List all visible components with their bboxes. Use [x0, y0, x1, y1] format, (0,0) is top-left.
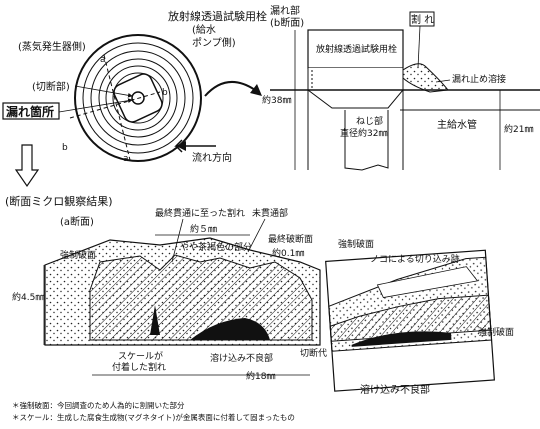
cut-part-label: (切断部) [32, 80, 70, 93]
dim-38-label: 約38㎜ [262, 94, 291, 106]
mark-a-top: a [100, 55, 106, 65]
micro-section-title: (断面ミクロ観察結果) [5, 194, 113, 208]
thread-label-1: ねじ部 [356, 115, 383, 127]
mark-b-left: b [62, 143, 68, 153]
saw-mark-label: ノコによる切り込み跡 [370, 253, 460, 265]
approx-18-label: 約18㎜ [246, 370, 275, 382]
final-fracture-label: 最終破断面 [268, 233, 313, 245]
final-crack-label: 最終貫通に至った割れ [155, 207, 245, 219]
leak-spot-label: 漏れ箇所 [6, 104, 54, 119]
forced-fracture-right-label: 強制破面 [338, 238, 374, 250]
forced-fracture-left-label: 強制破面 [60, 249, 96, 261]
approx-45-label: 約4.5㎜ [12, 291, 44, 303]
forced-fracture-right2-label: 強制破面 [478, 326, 514, 338]
pump-side-label-1: (給水 [192, 23, 216, 36]
plug-title: 放射線透過試験用栓 [168, 9, 267, 23]
b-section-heading-1: 漏れ部 [270, 4, 300, 17]
scale-label-2: 付着した割れ [112, 361, 166, 373]
scale-label-1: スケールが [118, 350, 163, 362]
note-2: ＊スケール：生成した腐食生成物(マグネタイト)が金属表面に付着して固まったもの [12, 412, 295, 422]
brownish-label: やや茶褐色の部分 [180, 241, 252, 253]
mark-a-bottom: a [123, 154, 129, 164]
a-section-label: (a断面) [60, 215, 94, 228]
main-pipe-label: 主給水管 [437, 118, 477, 131]
not-penetrated-label: 未貫通部 [252, 207, 288, 219]
approx-5-label: 約５㎜ [190, 223, 217, 235]
flow-direction-label: 流れ方向 [192, 151, 232, 164]
crack-label: 割 れ [411, 13, 434, 26]
mark-b-right: b [162, 88, 168, 98]
cut-margin-label: 切断代 [300, 347, 327, 359]
lack-fusion-label: 溶け込み不良部 [210, 352, 273, 364]
approx-01-label: 約0.1㎜ [272, 247, 304, 259]
thread-label-2: 直径約32㎜ [340, 127, 387, 139]
sg-side-label: (蒸気発生器側) [18, 40, 86, 53]
note-1: ＊強制破面：今回調査のため人為的に割開いた部分 [12, 400, 185, 410]
dim-21-label: 約21㎜ [504, 123, 533, 135]
pipe-cross-section: 放射線透過試験用栓 (蒸気発生器側) (切断部) 漏れ箇所 (給水 ポンプ側) … [2, 9, 267, 188]
pump-side-label-2: ポンプ側) [192, 36, 236, 49]
leak-stop-weld-label: 漏れ止め溶接 [452, 73, 506, 85]
b-section-heading-2: (b断面) [270, 16, 304, 29]
b-section-detail: 漏れ部 (b断面) 放射線透過試験用栓 割 れ 漏れ止め溶接 ねじ部 直径約32… [262, 4, 540, 171]
micro-section: (断面ミクロ観察結果) (a断面) 最終貫通に至った割れ 約５㎜ 未貫通部 やや… [5, 194, 514, 422]
lack-fusion-right-label: 溶け込み不良部 [360, 383, 430, 396]
plug-label: 放射線透過試験用栓 [316, 43, 397, 55]
